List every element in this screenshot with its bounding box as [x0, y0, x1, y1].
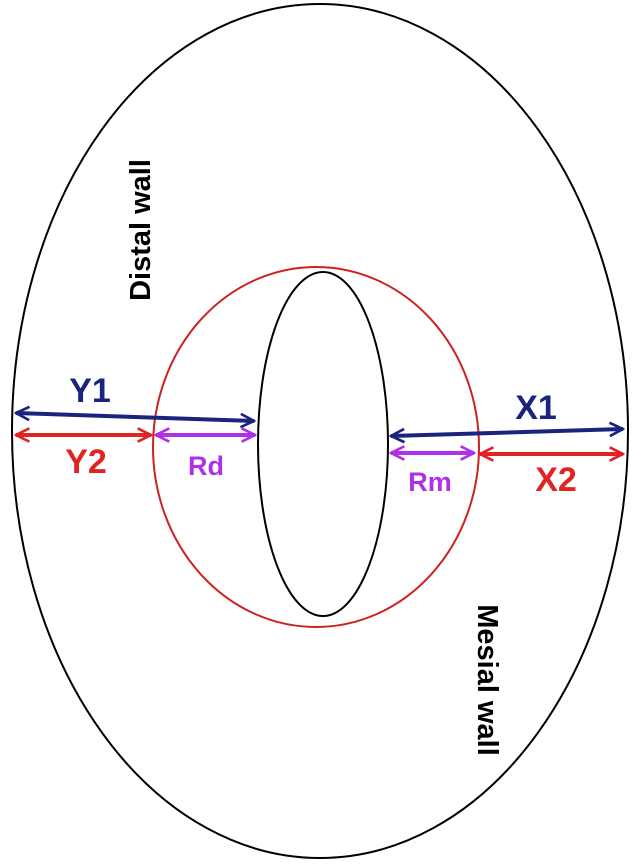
y2-label: Y2 [65, 443, 107, 481]
mesial-wall-label: Mesial wall [471, 604, 503, 756]
distal-wall-label: Distal wall [125, 159, 157, 301]
outer-wall-ellipse [11, 3, 629, 859]
rd-label: Rd [188, 451, 224, 481]
x1-arrow [391, 429, 623, 436]
rm-label: Rm [408, 467, 452, 497]
x2-label: X2 [535, 461, 577, 499]
inner-canal-ellipse [257, 271, 389, 617]
y1-label: Y1 [69, 372, 111, 410]
y1-arrow [16, 413, 254, 421]
x1-label: X1 [515, 389, 557, 427]
